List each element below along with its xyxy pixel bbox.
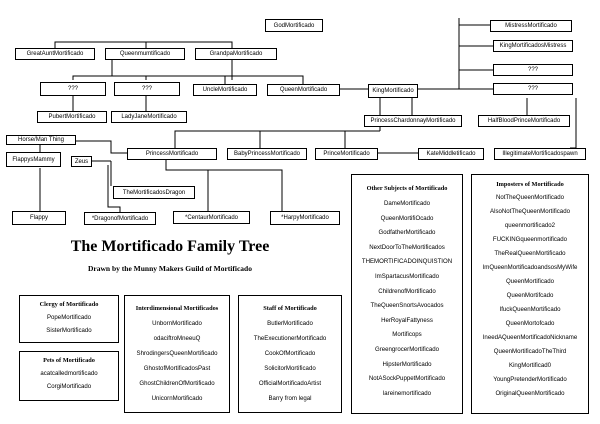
list-item: Mortificops — [392, 331, 422, 339]
panel-imposters: Imposters of Mortificado NotTheQueenMort… — [471, 174, 589, 414]
list-item: odaciftroMneeuQ — [153, 335, 201, 342]
node-uncle: UncleMortificado — [193, 84, 257, 96]
panel-title: Clergy of Mortificado — [39, 301, 99, 308]
node-mistress: MistressMortificado — [490, 20, 572, 32]
node-pubert: PubertMortificado — [37, 111, 107, 123]
list-item: KingMortificad0 — [509, 362, 551, 369]
node-centaur: *CentaurMortificado — [173, 211, 250, 224]
list-item: TheQueenSnortsAvocados — [370, 302, 444, 310]
panel-pets: Pets of Mortificado acatcalledmortificad… — [19, 351, 119, 401]
list-item: HerRoyalFattyness — [381, 316, 433, 324]
node-lady-jane: LadyJaneMortificado — [111, 111, 187, 123]
node-half-blood: HalfBloodPrinceMortificado — [478, 115, 570, 127]
panel-title: Staff of Mortificado — [263, 305, 317, 312]
node-dragons: TheMortificadosDragon — [113, 186, 195, 199]
list-item: TheRealQueenMortificado — [494, 250, 566, 257]
node-horse-man: Horse/Man Thing — [6, 135, 76, 145]
node-great-aunt: GreatAuntMortificado — [15, 48, 95, 60]
node-king: KingMortificado — [368, 84, 418, 98]
list-item: QueenMortifiOcado — [380, 214, 434, 222]
page-title: The Mortificado Family Tree — [70, 238, 270, 255]
list-item: NextDoorToTheMortificados — [369, 243, 445, 251]
node-flappys-mammy: FlappysMammy — [6, 152, 61, 167]
list-item: acatcalledmortificado — [40, 370, 98, 377]
list-item: HipsterMortificado — [382, 360, 432, 368]
list-item: FUCKINGqueenmortificado — [492, 236, 568, 243]
list-item: GodfatherMortificado — [378, 229, 436, 237]
list-item: PopeMortificado — [46, 314, 92, 321]
node-queenmum: Queenmumtificado — [105, 48, 185, 60]
list-item: NotASockPuppetMortificado — [368, 375, 446, 383]
node-unknown-left-1: ??? — [40, 82, 106, 96]
node-flappy: Flappy — [12, 211, 66, 225]
panel-title: Interdimensional Mortificados — [135, 305, 219, 312]
list-item: GhostofMortificadosPast — [143, 365, 211, 372]
list-item: SisterMortificado — [46, 327, 92, 334]
list-item: ImQueenMortificadoandsosMyWife — [482, 264, 578, 271]
list-item: TheExecutionerMortificado — [253, 335, 327, 342]
page-subtitle: Drawn by the Munny Makers Guild of Morti… — [88, 264, 252, 273]
node-prince: PrinceMortificado — [315, 148, 378, 160]
node-god: GodMortificado — [265, 19, 323, 32]
panel-interdimensional: Interdimensional Mortificados UnbornMort… — [124, 295, 230, 413]
list-item: DameMortificado — [383, 200, 431, 207]
list-item: GhostChildrenOfMortificado — [139, 380, 215, 387]
list-item: ChildrenofMortificado — [378, 287, 436, 295]
list-item: UnbornMortificado — [152, 320, 202, 327]
list-item: YoungPretenderMortificado — [493, 376, 567, 383]
list-item: ImSpartacusMortificado — [374, 272, 439, 280]
list-item: QueenMortofcado — [505, 320, 555, 327]
list-item: NotTheQueenMortificado — [495, 194, 565, 201]
list-item: QueenMortificado — [505, 278, 555, 285]
node-illegitimate: IllegitimateMortificadospawn — [494, 148, 586, 160]
list-item: SolicitorMortificado — [264, 365, 316, 372]
panel-clergy: Clergy of Mortificado PopeMortificado Si… — [19, 295, 119, 343]
list-item: Barry from legal — [268, 395, 312, 402]
list-item: ButlerMortificado — [267, 320, 313, 327]
list-item: queenmortificado2 — [504, 222, 556, 229]
node-unknown-right-2: ??? — [493, 83, 573, 95]
panel-title: Other Subjects of Mortificado — [366, 185, 448, 192]
node-queen: QueenMortificado — [267, 84, 340, 96]
node-zeus: Zeus — [71, 156, 92, 167]
node-harpy: *HarpyMortificado — [270, 211, 340, 225]
list-item: IfuckQueenMortificado — [499, 306, 561, 313]
list-item: OfficialMortificadoArtist — [258, 380, 322, 387]
node-king-mistress: KingMortificadosMistress — [493, 40, 573, 52]
node-unknown-right-1: ??? — [493, 64, 573, 76]
list-item: lareinemortificado — [382, 389, 432, 397]
list-item: GreengrocerMortificado — [374, 345, 439, 353]
node-unknown-left-2: ??? — [114, 82, 180, 96]
node-princess-chardonnay: PrincessChardonnayMortificado — [364, 115, 462, 127]
list-item: IneedAQueenMortificadoNickname — [482, 334, 578, 341]
list-item: THEMORTIFICADOINQUISTION — [361, 258, 453, 266]
list-item: UnicornMortificado — [151, 395, 203, 402]
list-item: CookOfMortificado — [264, 350, 316, 357]
list-item: OriginalQueenMortificado — [495, 390, 565, 397]
panel-title: Imposters of Mortificado — [496, 181, 564, 188]
list-item: CorgiMortificado — [46, 383, 92, 390]
node-princess: PrincessMortificado — [127, 148, 217, 160]
panel-staff: Staff of Mortificado ButlerMortificado T… — [238, 295, 342, 413]
node-kate: KateMiddletificado — [418, 148, 484, 160]
panel-other-subjects: Other Subjects of Mortificado DameMortif… — [351, 174, 463, 414]
list-item: QueenMortifcado — [506, 292, 554, 299]
node-dragon-of: *DragonofMortificado — [84, 212, 156, 225]
list-item: AlsoNotTheQueenMortificado — [490, 208, 570, 215]
list-item: QueenMortificadoTheThird — [493, 348, 567, 355]
node-grandpa: GrandpaMortificado — [195, 48, 277, 60]
list-item: ShrodingersQueenMortificado — [136, 350, 218, 357]
panel-title: Pets of Mortificado — [43, 357, 95, 364]
node-baby-princess: BabyPrincessMortificado — [227, 148, 307, 160]
